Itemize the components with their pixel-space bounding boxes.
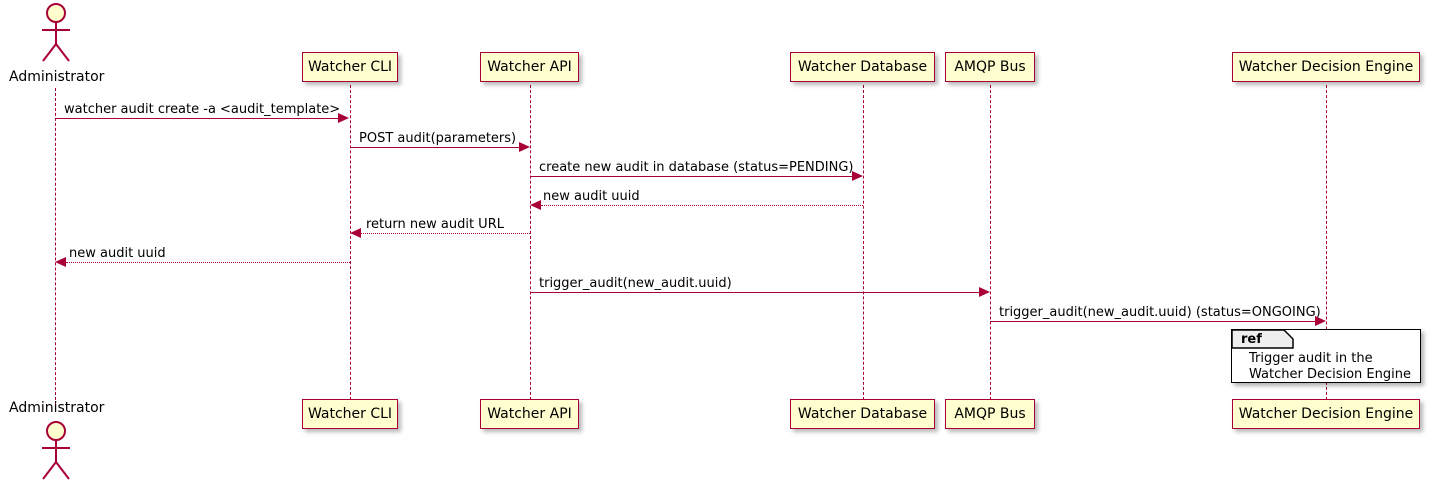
message-5-line (361, 233, 530, 234)
participant-watcher-api-bottom-label: Watcher API (487, 406, 572, 422)
message-3-arrowhead (852, 171, 863, 181)
message-6-arrowhead (55, 257, 66, 267)
message-7-line (530, 292, 979, 293)
lifeline-amqp-bus (990, 85, 991, 400)
participant-watcher-cli-bottom[interactable]: Watcher CLI (302, 399, 398, 429)
participant-watcher-database-top-label: Watcher Database (797, 59, 928, 75)
message-1-label: watcher audit create -a <audit_template> (64, 102, 341, 117)
message-6-label: new audit uuid (69, 246, 166, 261)
ref-tab-label: ref (1241, 332, 1262, 347)
lifeline-administrator (55, 88, 56, 410)
lifeline-watcher-decision-engine (1326, 85, 1327, 400)
participant-watcher-cli-top[interactable]: Watcher CLI (302, 52, 398, 82)
participant-watcher-cli-bottom-label: Watcher CLI (307, 406, 393, 422)
participant-watcher-database-bottom[interactable]: Watcher Database (790, 399, 935, 429)
ref-tab-shape (1232, 330, 1294, 349)
participant-watcher-api-top-label: Watcher API (487, 59, 572, 75)
actor-administrator-top-icon (32, 2, 80, 68)
message-1-line (55, 118, 338, 119)
message-5-label: return new audit URL (366, 217, 504, 232)
participant-amqp-bus-bottom[interactable]: AMQP Bus (945, 399, 1035, 429)
participant-watcher-decision-engine-bottom-label: Watcher Decision Engine (1238, 406, 1414, 422)
lifeline-watcher-api (530, 85, 531, 400)
lifeline-watcher-database (863, 85, 864, 400)
message-2-label: POST audit(parameters) (359, 131, 517, 146)
actor-administrator-top-label: Administrator (9, 69, 105, 85)
message-3-line (530, 176, 852, 177)
participant-watcher-database-bottom-label: Watcher Database (797, 406, 928, 422)
lifeline-watcher-cli (350, 85, 351, 400)
participant-watcher-decision-engine-top-label: Watcher Decision Engine (1238, 59, 1414, 75)
message-7-label: trigger_audit(new_audit.uuid) (539, 276, 732, 291)
participant-watcher-decision-engine-bottom[interactable]: Watcher Decision Engine (1232, 399, 1420, 429)
actor-administrator-bottom-icon (32, 420, 80, 486)
actor-administrator-bottom-label: Administrator (9, 400, 105, 416)
message-6-line (66, 262, 350, 263)
ref-body-line-2: Watcher Decision Engine (1249, 367, 1411, 382)
message-2-arrowhead (519, 142, 530, 152)
participant-amqp-bus-top-label: AMQP Bus (954, 59, 1026, 75)
participant-watcher-api-top[interactable]: Watcher API (480, 52, 579, 82)
message-4-line (541, 205, 863, 206)
participant-watcher-decision-engine-top[interactable]: Watcher Decision Engine (1232, 52, 1420, 82)
message-7-arrowhead (979, 287, 990, 297)
message-1-arrowhead (338, 113, 349, 123)
participant-watcher-api-bottom[interactable]: Watcher API (480, 399, 579, 429)
message-2-line (350, 147, 519, 148)
participant-watcher-database-top[interactable]: Watcher Database (790, 52, 935, 82)
message-8-arrowhead (1315, 316, 1326, 326)
message-4-arrowhead (530, 200, 541, 210)
participant-watcher-cli-top-label: Watcher CLI (307, 59, 393, 75)
ref-fragment: ref Trigger audit in the Watcher Decisio… (1231, 329, 1421, 383)
message-8-label: trigger_audit(new_audit.uuid) (status=ON… (999, 305, 1321, 320)
participant-amqp-bus-bottom-label: AMQP Bus (954, 406, 1026, 422)
ref-body-line-1: Trigger audit in the (1249, 351, 1373, 366)
message-4-label: new audit uuid (543, 189, 640, 204)
participant-amqp-bus-top[interactable]: AMQP Bus (945, 52, 1035, 82)
message-5-arrowhead (350, 228, 361, 238)
message-8-line (990, 321, 1315, 322)
message-3-label: create new audit in database (status=PEN… (539, 160, 854, 175)
